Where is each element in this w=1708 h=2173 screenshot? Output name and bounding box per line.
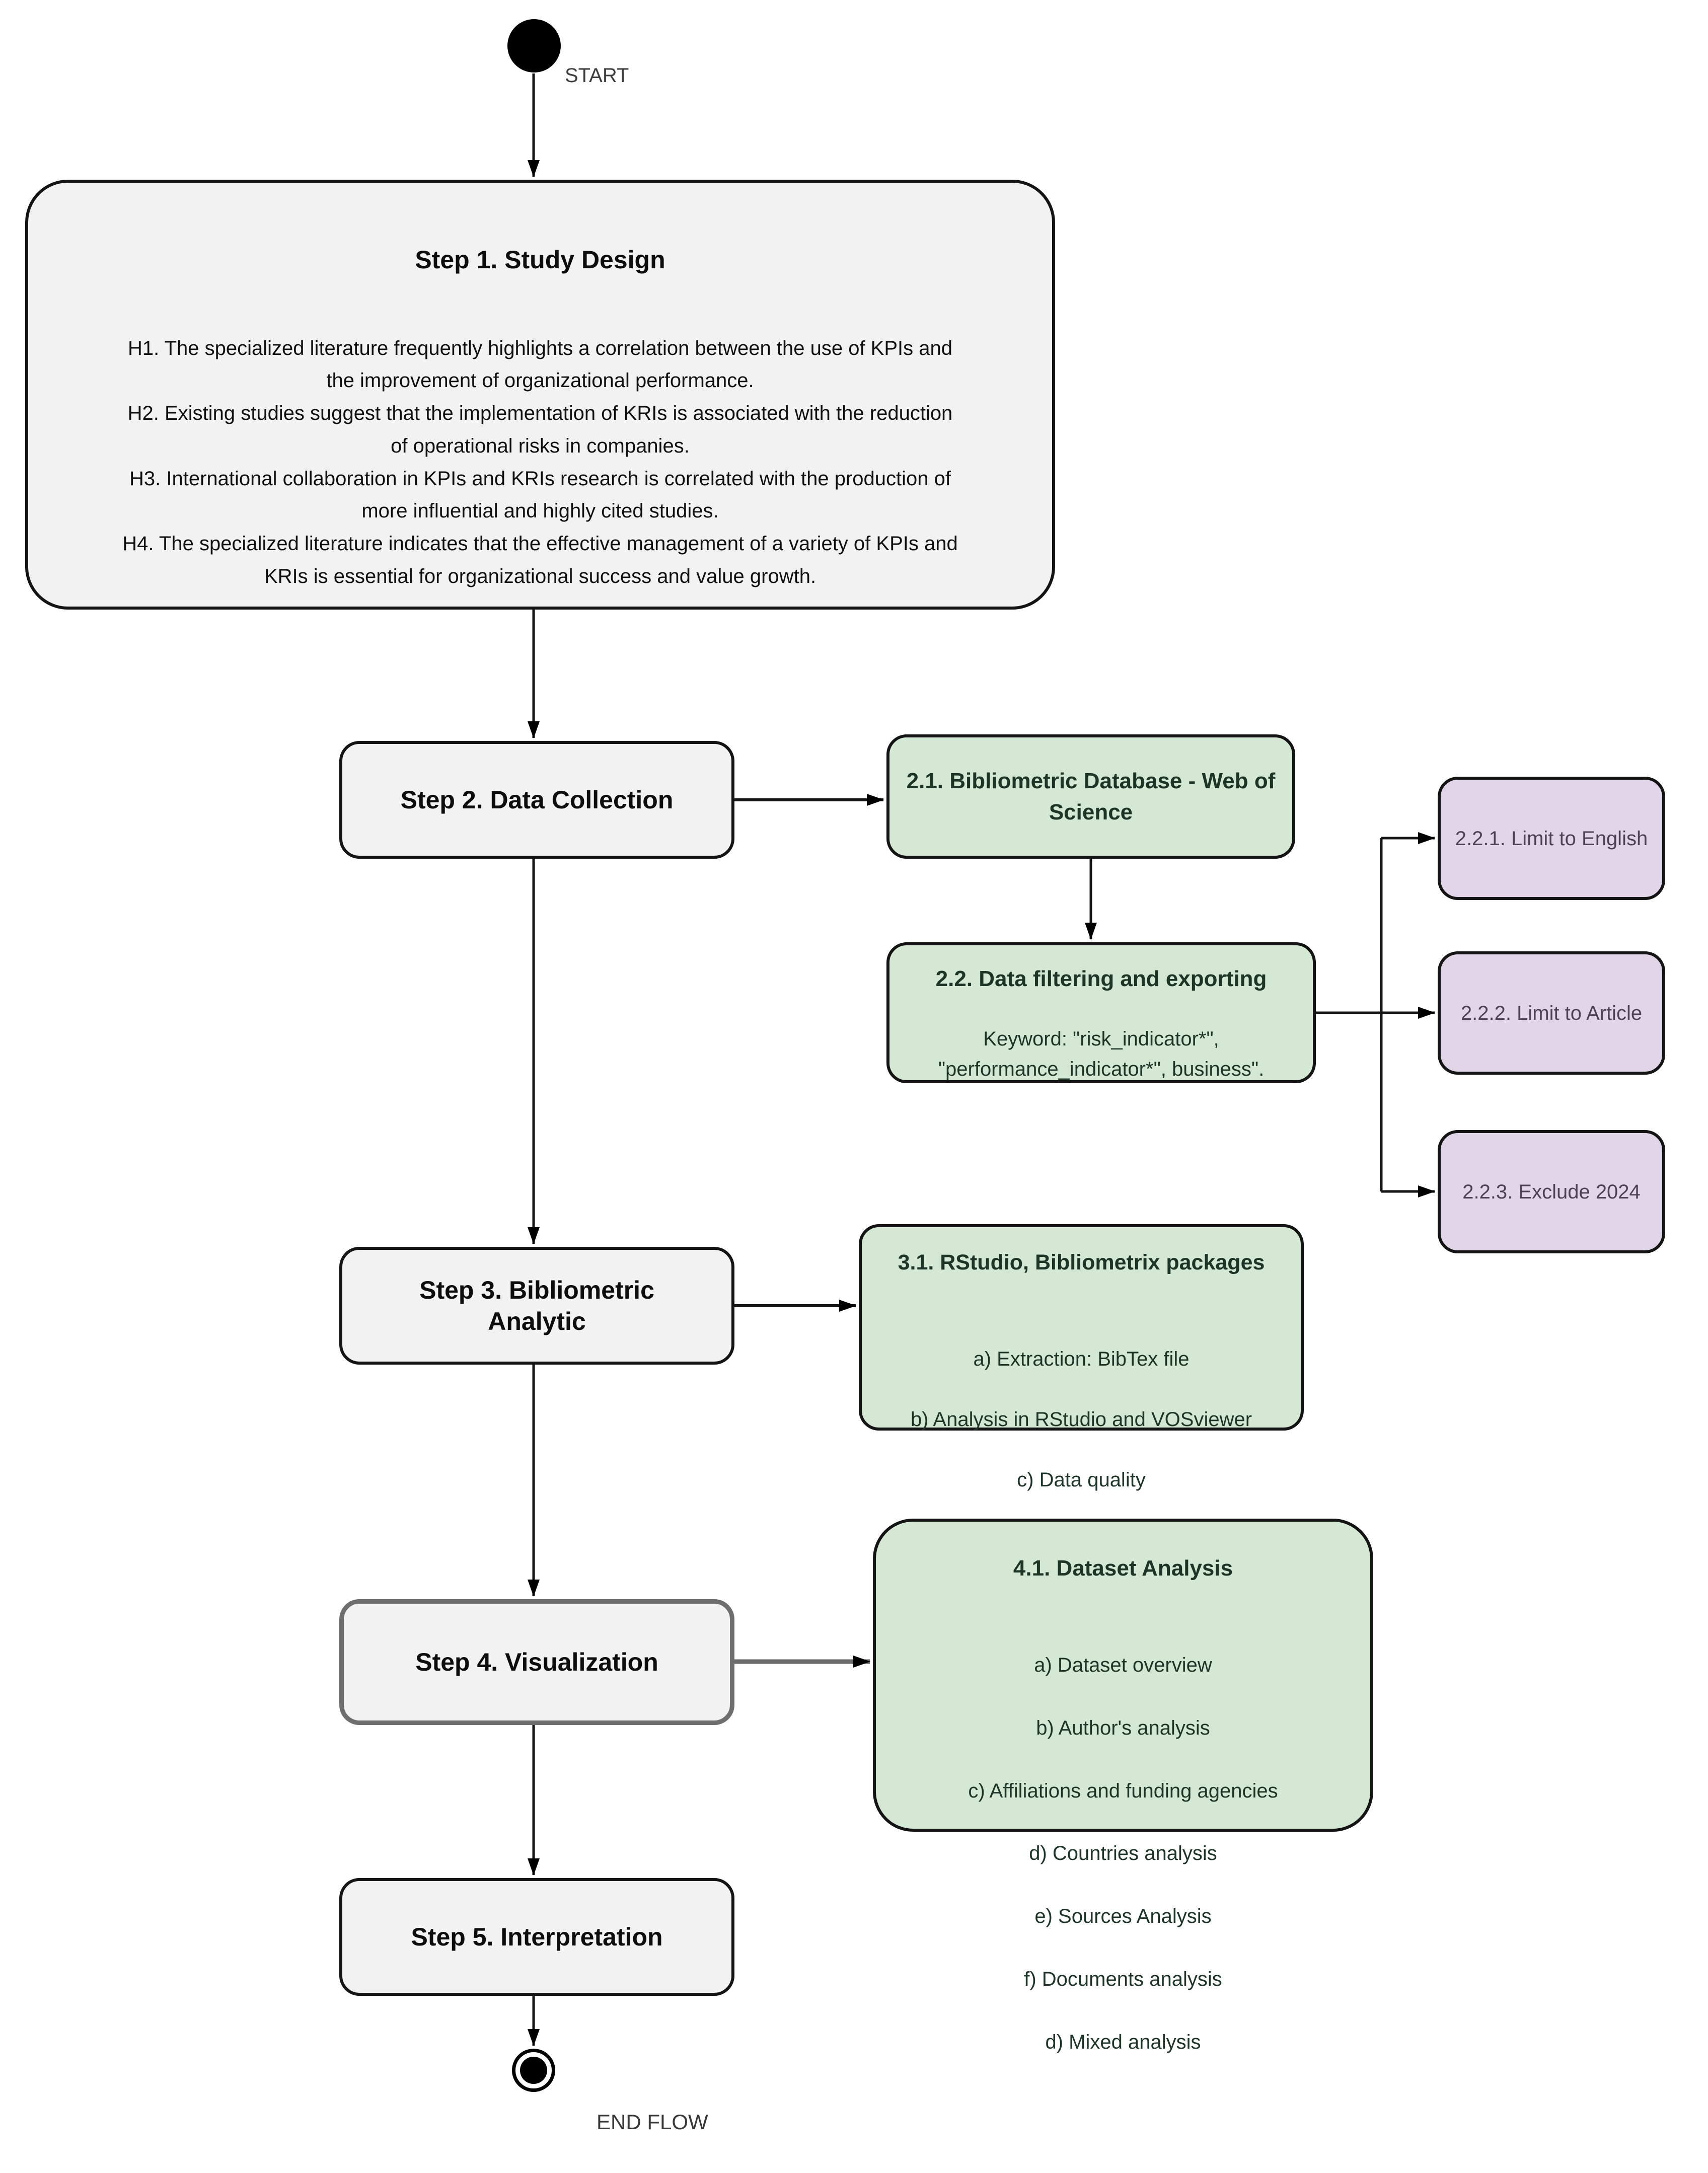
step3-bibliometric-analytic-box: Step 3. Bibliometric Analytic bbox=[339, 1247, 734, 1365]
substep-3-1-items: a) Extraction: BibTex file b) Analysis i… bbox=[911, 1314, 1252, 1525]
step4-title: Step 4. Visualization bbox=[415, 1647, 658, 1676]
substep-4-1-items: a) Dataset overview b) Author's analysis… bbox=[968, 1618, 1278, 2089]
substep-4-1-item-c: c) Affiliations and funding agencies bbox=[968, 1779, 1278, 1802]
step2-title: Step 2. Data Collection bbox=[400, 785, 674, 814]
filter-limit-english-label: 2.2.1. Limit to English bbox=[1455, 827, 1648, 850]
step2-data-collection-box: Step 2. Data Collection bbox=[339, 741, 734, 859]
filter-limit-article-label: 2.2.2. Limit to Article bbox=[1460, 1002, 1643, 1024]
substep-3-1-title: 3.1. RStudio, Bibliometrix packages bbox=[898, 1250, 1265, 1275]
substep-4-1-item-d: d) Countries analysis bbox=[1029, 1842, 1217, 1865]
filter-exclude-2024-box: 2.2.3. Exclude 2024 bbox=[1438, 1130, 1665, 1253]
step5-interpretation-box: Step 5. Interpretation bbox=[339, 1878, 734, 1996]
substep-4-1-item-b: b) Author's analysis bbox=[1036, 1716, 1210, 1739]
substep-2-1-title: 2.1. Bibliometric Database - Web of Scie… bbox=[906, 768, 1276, 825]
substep-4-1-item-e: e) Sources Analysis bbox=[1034, 1905, 1212, 1928]
step1-title: Step 1. Study Design bbox=[415, 246, 665, 274]
substep-4-1-title: 4.1. Dataset Analysis bbox=[1013, 1556, 1233, 1581]
substep-2-2-title: 2.2. Data filtering and exporting bbox=[935, 966, 1267, 991]
substep-3-1-item-c: c) Data quality bbox=[1017, 1469, 1146, 1491]
filter-exclude-2024-label: 2.2.3. Exclude 2024 bbox=[1462, 1180, 1641, 1203]
step3-title: Step 3. Bibliometric Analytic bbox=[419, 1276, 654, 1336]
substep-3-1-item-a: a) Extraction: BibTex file bbox=[973, 1348, 1190, 1371]
step1-study-design-box: Step 1. Study Design H1. The specialized… bbox=[25, 180, 1055, 610]
start-node bbox=[507, 19, 561, 72]
end-label: END FLOW bbox=[597, 2110, 708, 2134]
filter-limit-english-box: 2.2.1. Limit to English bbox=[1438, 777, 1665, 900]
step4-visualization-box: Step 4. Visualization bbox=[339, 1599, 734, 1725]
end-node bbox=[512, 2049, 555, 2092]
substep-2-2-box: 2.2. Data filtering and exporting Keywor… bbox=[886, 942, 1316, 1083]
substep-2-1-box: 2.1. Bibliometric Database - Web of Scie… bbox=[886, 734, 1295, 859]
substep-4-1-item-a: a) Dataset overview bbox=[1034, 1654, 1212, 1676]
substep-4-1-box: 4.1. Dataset Analysis a) Dataset overvie… bbox=[873, 1519, 1373, 2053]
hypothesis-h2: H2. Existing studies suggest that the im… bbox=[127, 402, 953, 457]
filter-limit-article-box: 2.2.2. Limit to Article bbox=[1438, 951, 1665, 1075]
substep-3-1-item-b: b) Analysis in RStudio and VOSviewer bbox=[910, 1408, 1252, 1431]
substep-2-2-keywords: Keyword: "risk_indicator*", "performance… bbox=[938, 1027, 1265, 1080]
hypothesis-h3: H3. International collaboration in KPIs … bbox=[129, 467, 951, 522]
substep-4-1-item-g: d) Mixed analysis bbox=[1045, 2031, 1201, 2053]
substep-3-1-box: 3.1. RStudio, Bibliometrix packages a) E… bbox=[859, 1224, 1304, 1491]
step5-title: Step 5. Interpretation bbox=[411, 1922, 663, 1951]
substep-4-1-item-f: f) Documents analysis bbox=[1024, 1968, 1222, 1990]
hypothesis-h1: H1. The specialized literature frequentl… bbox=[127, 337, 952, 392]
start-label: START bbox=[565, 64, 629, 87]
end-node-inner-dot bbox=[520, 2057, 547, 2084]
hypothesis-h4: H4. The specialized literature indicates… bbox=[122, 533, 958, 588]
